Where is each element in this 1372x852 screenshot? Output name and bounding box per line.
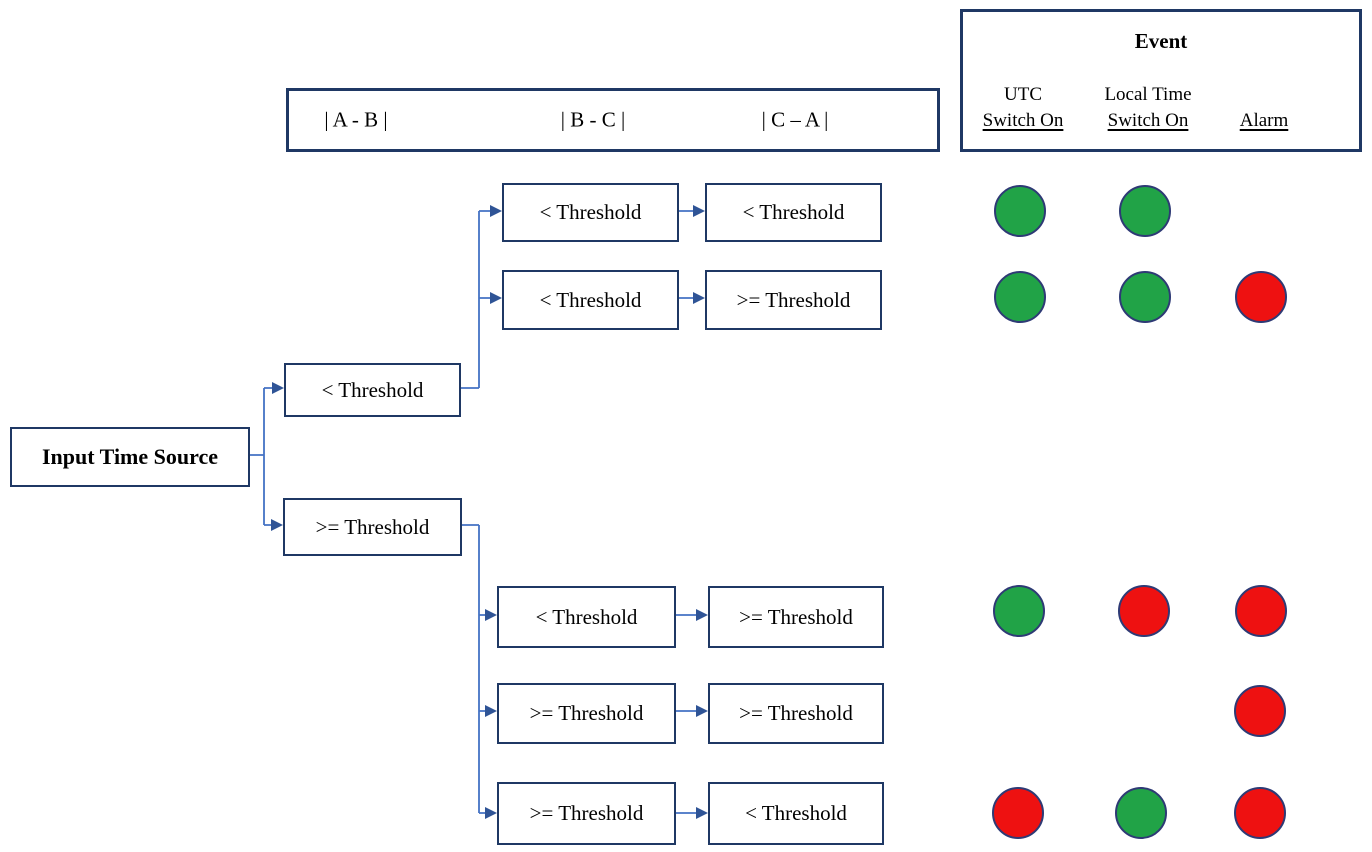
connector-root-branch: [246, 382, 284, 531]
node-ab-ge-threshold: >= Threshold: [283, 498, 462, 556]
local-label-line2: Switch On: [1107, 110, 1189, 131]
node-row3-ca: >= Threshold: [708, 586, 884, 648]
node-row1-bc: < Threshold: [502, 183, 679, 242]
node-row1-ca: < Threshold: [705, 183, 882, 242]
node-row2-bc: < Threshold: [502, 270, 679, 330]
event-column-alarm: Alarm: [1240, 108, 1289, 134]
criteria-header-box: | A - B | | B - C | | C – A |: [286, 88, 940, 152]
local-status-circle: [1119, 271, 1171, 323]
alarm-status-circle: [1234, 685, 1286, 737]
connector-upper-branch: [457, 205, 502, 389]
alarm-status-circle: [1234, 787, 1286, 839]
alarm-status-circle: [1235, 585, 1287, 637]
local-status-circle: [1115, 787, 1167, 839]
utc-label-line1: UTC: [1004, 84, 1042, 105]
alarm-status-circle: [1235, 271, 1287, 323]
node-row4-bc: >= Threshold: [497, 683, 676, 744]
criteria-label-b-c: | B - C |: [560, 107, 626, 132]
utc-label-line2: Switch On: [982, 110, 1064, 131]
criteria-label-a-b: | A - B |: [324, 107, 388, 132]
node-row5-bc: >= Threshold: [497, 782, 676, 845]
local-status-circle: [1119, 185, 1171, 237]
node-row5-ca: < Threshold: [708, 782, 884, 845]
local-status-circle: [1118, 585, 1170, 637]
criteria-label-c-a: | C – A |: [761, 107, 829, 132]
connector-lower-branch: [458, 524, 497, 819]
utc-status-circle: [994, 185, 1046, 237]
event-title: Event: [1134, 29, 1188, 53]
local-label-line1: Local Time: [1104, 84, 1192, 105]
utc-status-circle: [994, 271, 1046, 323]
event-header-box: Event UTC Switch On Local Time Switch On…: [960, 9, 1362, 152]
node-input-time-source: Input Time Source: [10, 427, 250, 487]
event-column-local-switch-on: Local Time Switch On: [1104, 82, 1191, 134]
utc-status-circle: [993, 585, 1045, 637]
node-row4-ca: >= Threshold: [708, 683, 884, 744]
node-row2-ca: >= Threshold: [705, 270, 882, 330]
alarm-label: Alarm: [1239, 110, 1289, 131]
utc-status-circle: [992, 787, 1044, 839]
event-column-utc-switch-on: UTC Switch On: [983, 82, 1064, 134]
node-row3-bc: < Threshold: [497, 586, 676, 648]
node-ab-lt-threshold: < Threshold: [284, 363, 461, 417]
